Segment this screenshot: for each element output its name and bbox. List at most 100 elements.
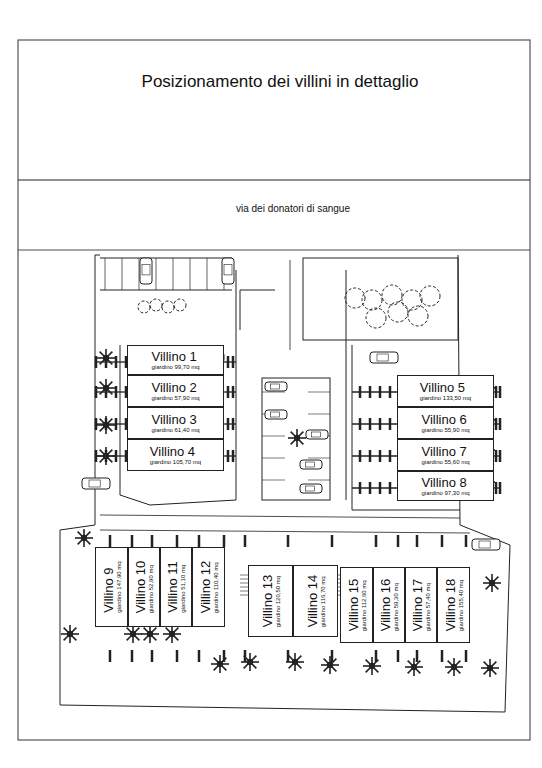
villa-box: Villino 11giardino 51,10 mq (160, 547, 192, 627)
plan-title: Posizionamento dei villini in dettaglio (142, 72, 419, 92)
villa-box: Villino 2giardino 57,90 mq (127, 375, 224, 407)
hedge-mark (359, 482, 362, 494)
plan-line (96, 455, 127, 456)
tree-symbol (75, 529, 93, 547)
car-symbol (300, 460, 322, 469)
car-symbol (306, 430, 328, 439)
garden-area: giardino 133,50 mq (420, 395, 471, 401)
hedge-mark (375, 535, 378, 547)
plan-line (236, 345, 237, 500)
hedge-mark (495, 450, 498, 462)
villa-name: Villino 5 (420, 381, 471, 395)
plan-line (150, 500, 236, 505)
hedge-mark (151, 650, 154, 662)
tree-symbol (97, 447, 115, 465)
hedge-mark (375, 650, 378, 662)
garden-area: giardino 57,90 mq (151, 395, 199, 401)
plan-line (100, 515, 460, 518)
hedge-mark (331, 650, 334, 662)
hedge-mark (131, 535, 134, 547)
tree-symbol (288, 429, 306, 447)
garden-area: giardino 55,90 mq (421, 427, 469, 433)
hedge-mark (379, 418, 382, 430)
villa-box: Villino 14giardino 116,70 mq (293, 565, 338, 637)
plan-line (352, 510, 460, 511)
plan-line (120, 495, 150, 505)
hedge-mark (499, 450, 502, 462)
hedge-mark (359, 418, 362, 430)
villa-name: Villino 13 (261, 575, 275, 628)
hedge-mark (95, 418, 98, 430)
hedge-mark (441, 650, 444, 662)
hedge-mark (287, 650, 290, 662)
plan-line (505, 545, 510, 712)
hedge-mark (465, 650, 468, 662)
hedge-mark (95, 386, 98, 398)
villa-box: Villino 15giardino 112,60 mq (340, 567, 373, 643)
hedge-mark (416, 650, 419, 662)
villa-box: Villino 13giardino 120,50 mq (248, 565, 293, 637)
bush-symbol (362, 290, 382, 310)
villa-box: Villino 7giardino 55,60 mq (397, 439, 494, 471)
hedge-mark (115, 418, 118, 430)
street-name: via dei donatori di sangue (236, 203, 350, 214)
bush-symbol (408, 306, 428, 326)
hedge-mark (244, 650, 247, 662)
villa-name: Villino 3 (151, 413, 199, 427)
car-symbol (265, 382, 287, 391)
villa-box: Villino 18giardino 155,40 mq (437, 567, 470, 643)
plan-line (120, 345, 121, 495)
plan-line (100, 258, 232, 259)
tree-symbol (141, 625, 159, 643)
tree-symbol (97, 379, 115, 397)
hedge-mark (227, 418, 230, 430)
garden-area: giardino 155,40 mq (457, 579, 463, 632)
villa-box: Villino 5giardino 133,50 mq (397, 375, 494, 407)
villa-name: Villino 10 (134, 561, 148, 614)
villa-name: Villino 4 (150, 445, 201, 459)
villa-name: Villino 14 (306, 575, 320, 628)
tree-symbol (163, 625, 181, 643)
hedge-mark (389, 482, 392, 494)
villa-box: Villino 16giardino 59,30 mq (373, 567, 405, 643)
garden-area: giardino 99,70 mq (151, 364, 199, 370)
plan-line (262, 436, 285, 437)
plan-line (156, 258, 157, 290)
garden-area: giardino 105,70 mq (150, 459, 201, 465)
hedge-mark (495, 482, 498, 494)
villa-name: Villino 15 (347, 579, 361, 632)
hedge-mark (227, 450, 230, 462)
plan-line (173, 258, 174, 290)
building-outline (303, 258, 458, 340)
tree-symbol (124, 625, 142, 643)
villa-name: Villino 18 (444, 579, 458, 632)
tree-symbol (211, 655, 229, 673)
parking-island (262, 378, 330, 500)
tree-symbol (483, 574, 501, 592)
plan-line (18, 250, 530, 251)
hedge-mark (389, 450, 392, 462)
hedge-mark (131, 650, 134, 662)
hedge-mark (465, 535, 468, 547)
car-symbol (82, 478, 110, 489)
plan-line (352, 345, 353, 510)
hedge-mark (232, 418, 235, 430)
plan-line (96, 423, 127, 424)
hedge-mark (369, 482, 372, 494)
plan-line (236, 270, 237, 345)
car-symbol (370, 352, 398, 363)
hedge-mark (287, 535, 290, 547)
sheet-frame (18, 40, 530, 740)
hedge-mark (499, 418, 502, 430)
bush-symbol (402, 290, 422, 310)
hedge-mark (244, 535, 247, 547)
hedge-mark (369, 386, 372, 398)
plan-line (207, 258, 208, 290)
hedge-mark (176, 650, 179, 662)
hedge-mark (109, 535, 112, 547)
hedge-mark (95, 356, 98, 368)
villa-name: Villino 16 (379, 579, 393, 632)
car-symbol (140, 258, 152, 284)
garden-area: giardino 59,30 mq (393, 579, 399, 632)
plan-line (139, 258, 140, 290)
